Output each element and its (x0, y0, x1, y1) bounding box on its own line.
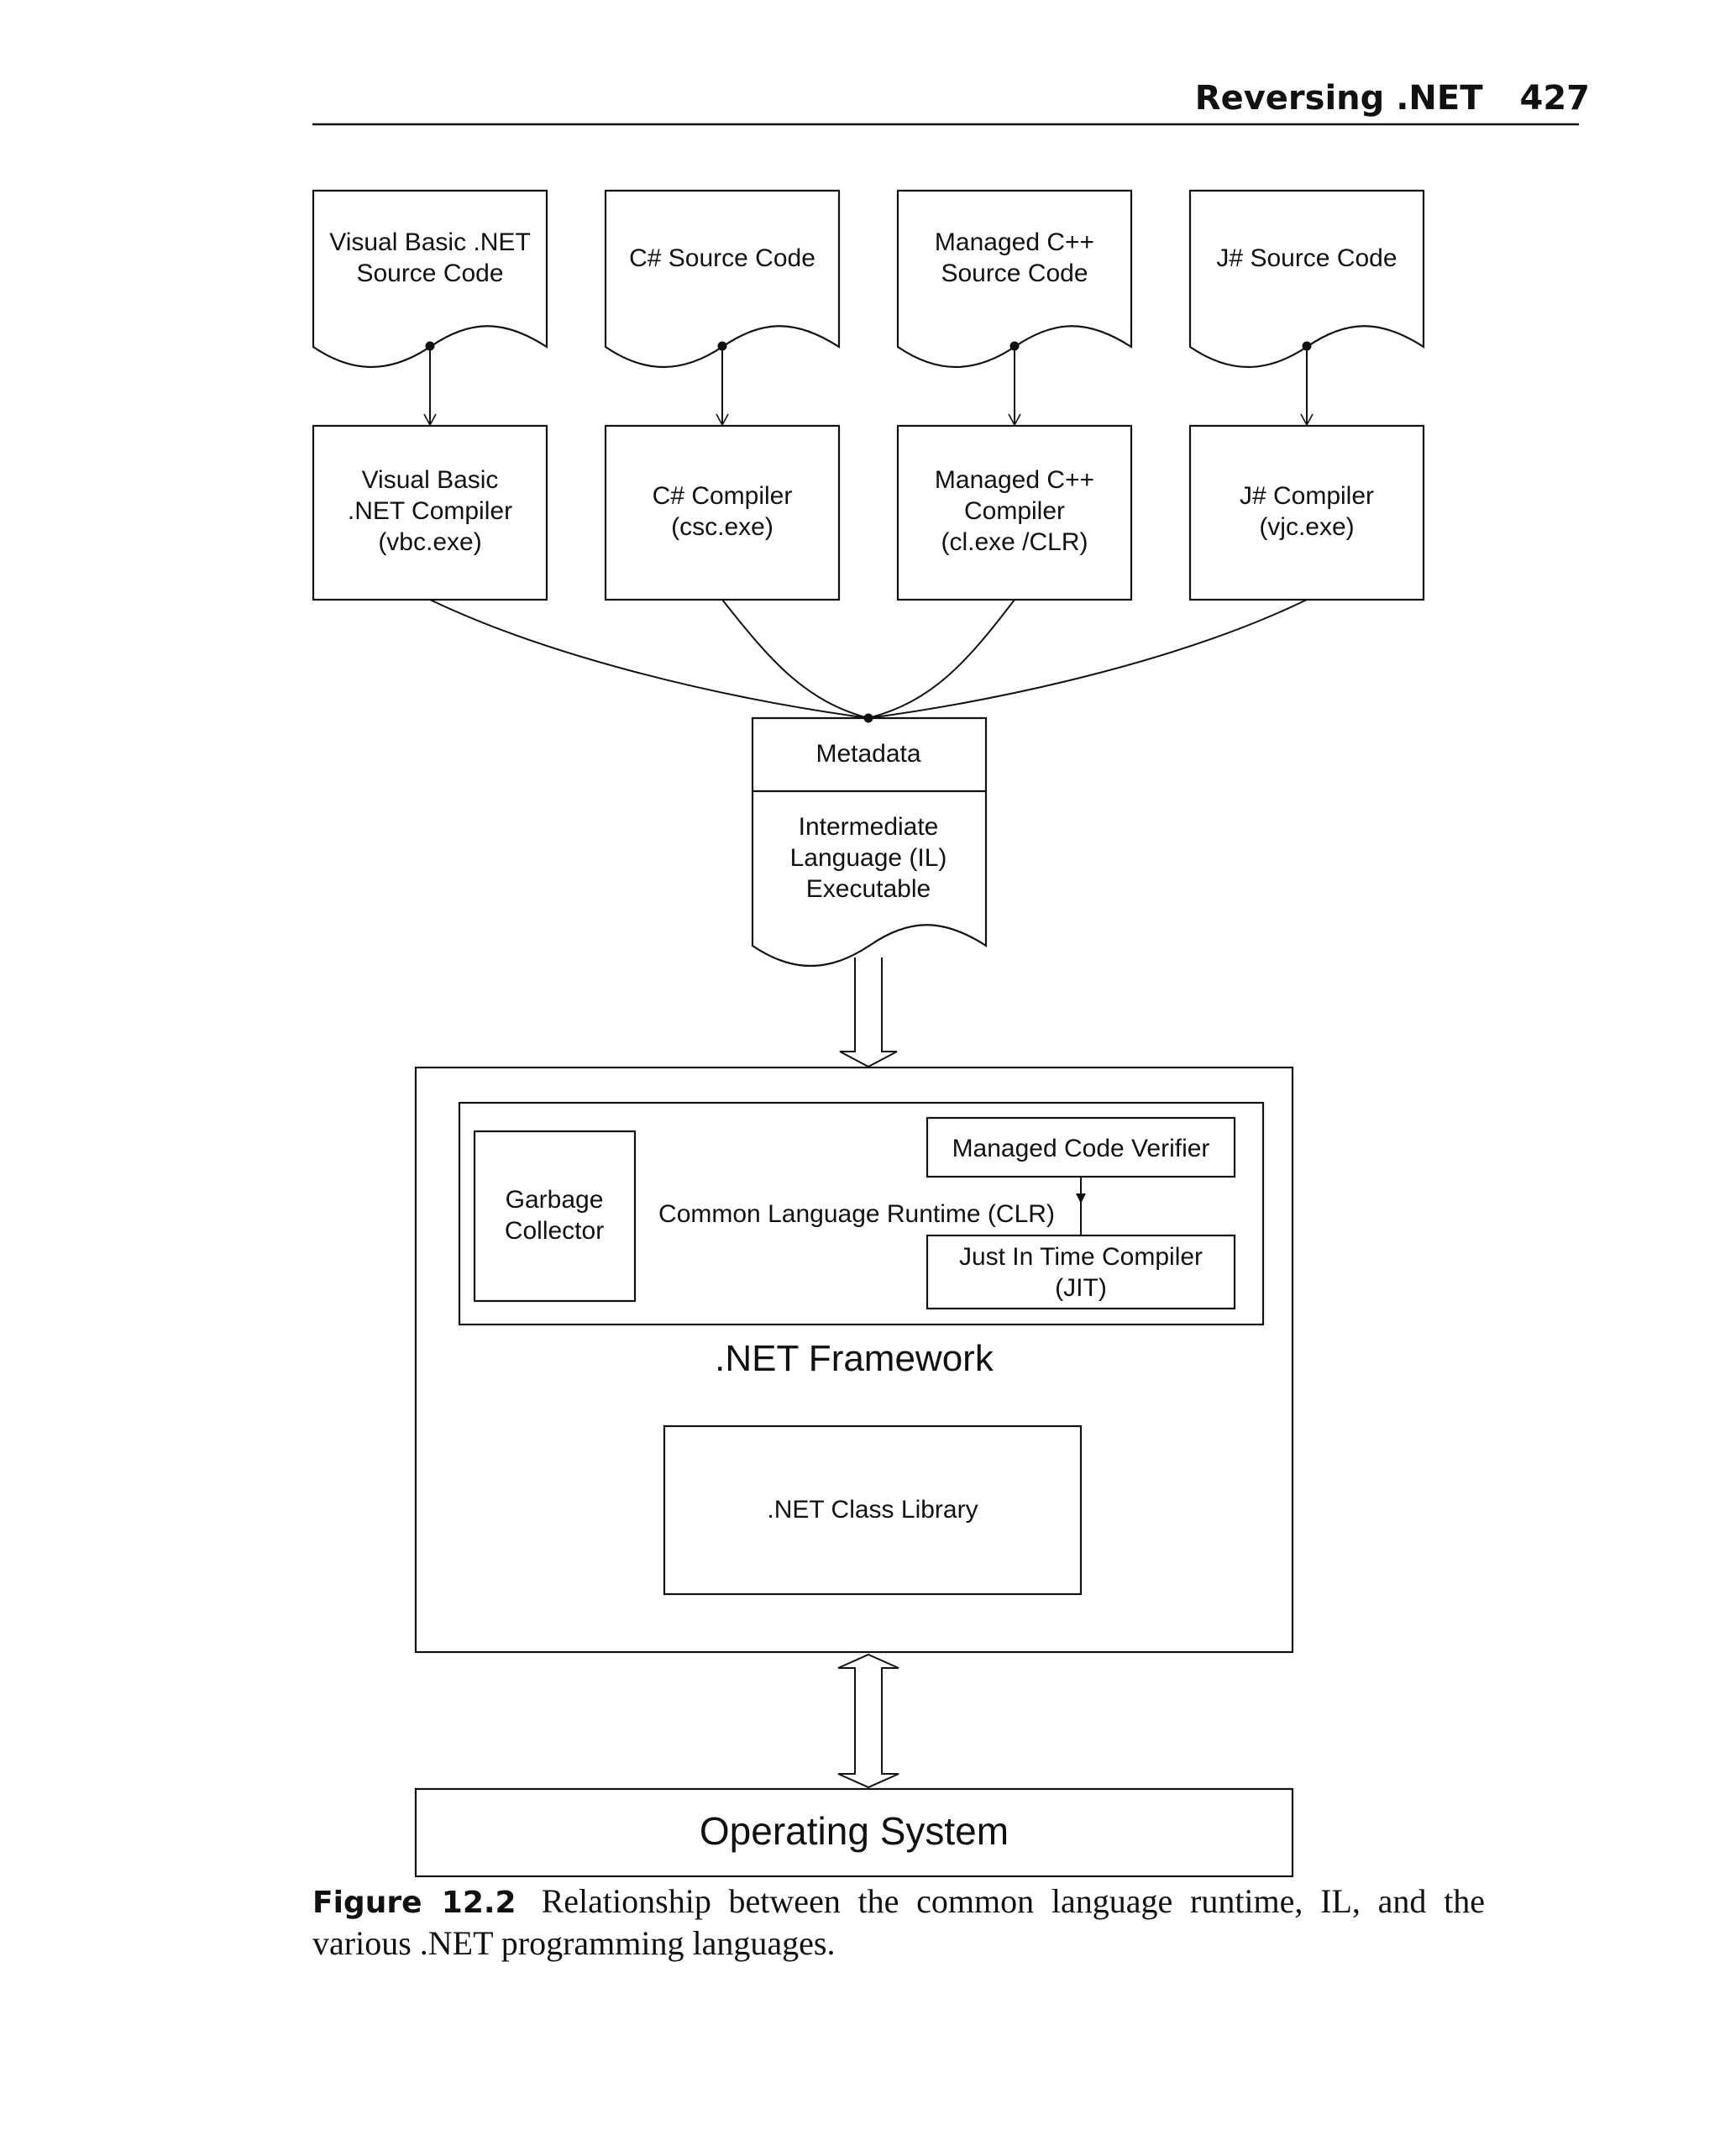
il-to-framework-arrow (839, 957, 898, 1068)
js-compiler-line2: (vjc.exe) (1259, 513, 1354, 541)
cs-source-dot (717, 341, 727, 351)
running-head: Reversing .NET 427 (1195, 79, 1590, 118)
clr-label: Common Language Runtime (CLR) (658, 1200, 1055, 1228)
vb-compiler-line2: .NET Compiler (348, 497, 512, 525)
vb-compiler-line3: (vbc.exe) (378, 528, 481, 556)
operating-system-box (414, 1787, 1294, 1878)
cpp-compiler-line1: Managed C++ (935, 466, 1094, 494)
cs-curve (721, 599, 869, 719)
gc-line1: Garbage (506, 1186, 604, 1214)
running-head-title: Reversing .NET (1194, 79, 1483, 118)
cpp-curve (868, 599, 1015, 719)
il-line2: Language (IL) (790, 844, 947, 872)
vb-source-line1: Visual Basic .NET (329, 228, 531, 256)
cs-source-doc (604, 189, 841, 368)
cpp-compiler-line3: (cl.exe /CLR) (941, 528, 1088, 556)
cs-compiler-line2: (csc.exe) (671, 513, 773, 541)
source-to-compiler-arrows (423, 346, 1314, 427)
cpp-compiler-line2: Compiler (964, 497, 1065, 525)
vb-source-dot (425, 341, 435, 351)
cpp-compiler-box (896, 424, 1133, 601)
js-curve (868, 599, 1308, 719)
js-source-doc (1188, 189, 1425, 368)
gc-line2: Collector (505, 1217, 604, 1245)
garbage-collector-box (473, 1130, 637, 1303)
js-compiler-box (1188, 424, 1425, 601)
cs-compiler-line1: C# Compiler (653, 482, 793, 510)
jit-line2: (JIT) (1055, 1274, 1107, 1302)
verifier-label: Managed Code Verifier (952, 1135, 1210, 1162)
jit-line1: Just In Time Compiler (959, 1243, 1203, 1271)
cs-source-line1: C# Source Code (629, 244, 815, 272)
page-number: 427 (1519, 79, 1591, 118)
js-source-line1: J# Source Code (1216, 244, 1397, 272)
cpp-source-line2: Source Code (941, 260, 1088, 287)
figure-label: Figure 12.2 (312, 1886, 517, 1920)
il-line1: Intermediate (799, 813, 939, 841)
operating-system-label: Operating System (700, 1809, 1009, 1853)
framework-os-arrow (837, 1653, 899, 1789)
clr-box (458, 1101, 1265, 1326)
cpp-source-line1: Managed C++ (935, 228, 1094, 256)
merge-dot (863, 713, 873, 723)
js-compiler-line1: J# Compiler (1240, 482, 1374, 510)
class-library-label: .NET Class Library (767, 1496, 978, 1524)
js-source-dot (1302, 341, 1312, 351)
il-executable-doc (751, 716, 988, 967)
class-library-box (663, 1424, 1083, 1596)
compiler-to-il-curves (429, 599, 1308, 719)
il-line3: Executable (806, 875, 931, 903)
net-framework-box (414, 1066, 1294, 1654)
framework-label: .NET Framework (715, 1338, 994, 1379)
vb-compiler-line1: Visual Basic (362, 466, 499, 494)
vb-source-line2: Source Code (356, 260, 503, 287)
vb-curve (429, 599, 869, 719)
cpp-source-dot (1009, 341, 1020, 351)
cs-compiler-box (604, 424, 841, 601)
source-docs (312, 189, 1425, 368)
caption-text: Relationship between the common language… (312, 1882, 1486, 1962)
metadata-label: Metadata (815, 740, 920, 768)
